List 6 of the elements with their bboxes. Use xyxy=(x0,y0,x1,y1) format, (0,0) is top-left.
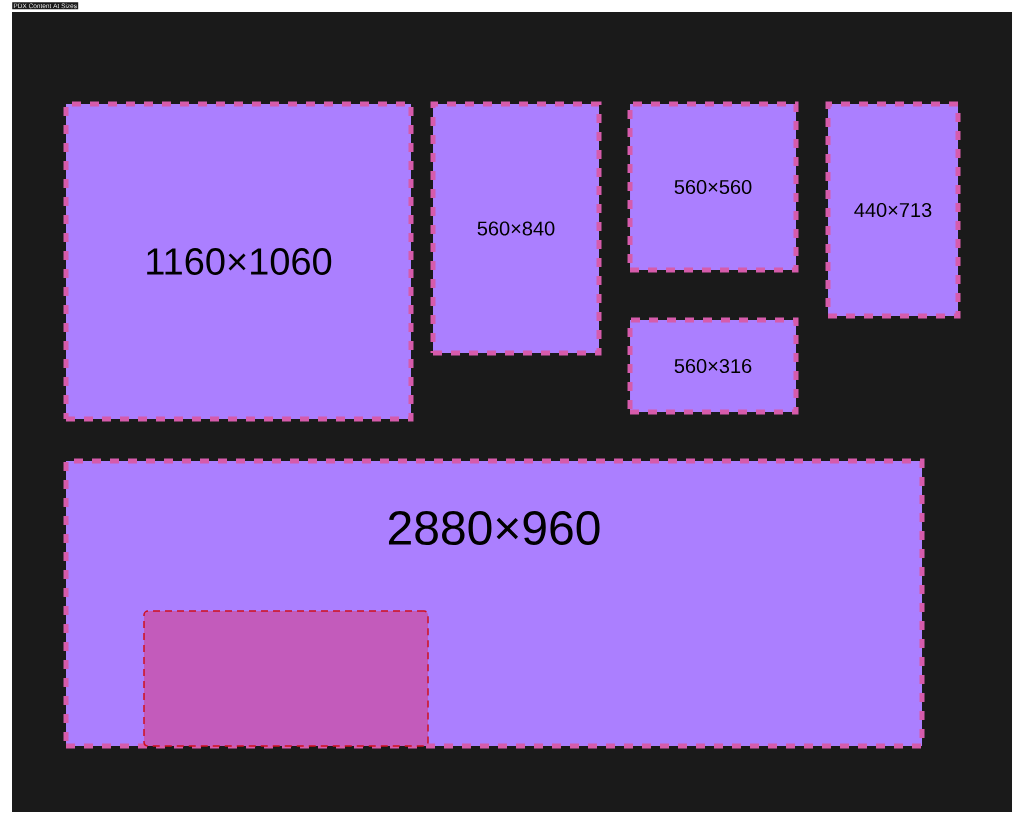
size-tile: 560×316 xyxy=(627,317,799,415)
size-tile: 560×560 xyxy=(627,101,799,273)
size-tile: 1160×1060 xyxy=(63,101,414,422)
size-tile: 440×713 xyxy=(825,101,961,319)
dashed-region xyxy=(143,610,429,747)
size-tile: 560×840 xyxy=(430,101,602,356)
